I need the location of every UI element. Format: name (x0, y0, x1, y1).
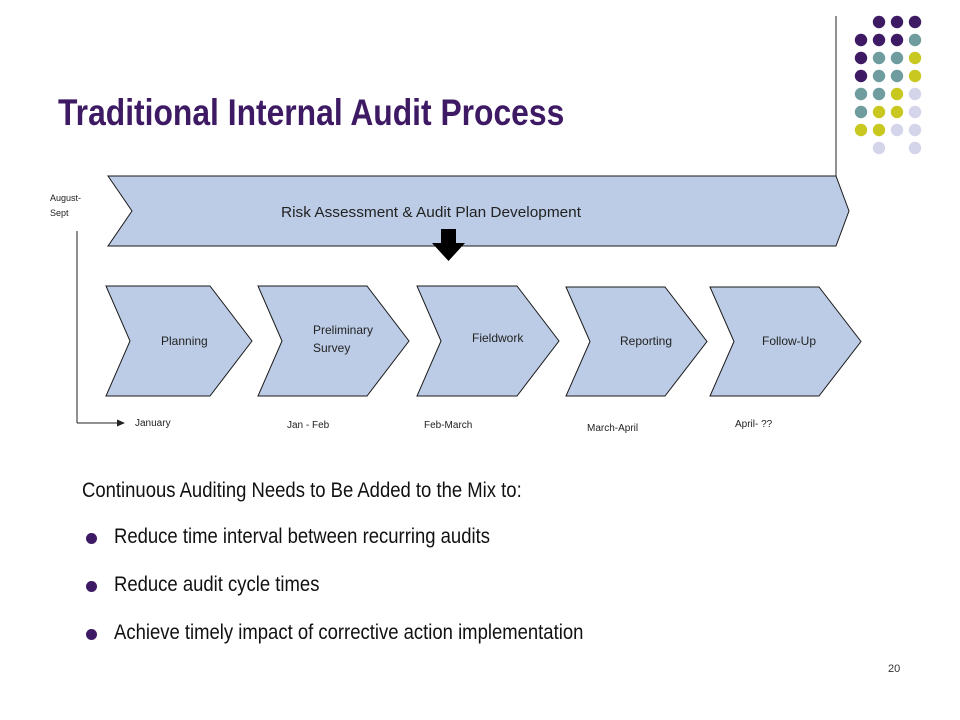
decorative-dot (890, 51, 904, 65)
phase-label: Preliminary (313, 323, 373, 337)
page-number: 20 (888, 663, 901, 675)
decorative-dot (908, 33, 922, 47)
decorative-dot (908, 15, 922, 29)
decorative-dot (890, 15, 904, 29)
decorative-dot (908, 105, 922, 119)
bullet-text: Reduce time interval between recurring a… (114, 525, 490, 548)
decorative-dot (890, 33, 904, 47)
phase-label: Reporting (620, 334, 672, 348)
phase-period-label: January (135, 418, 171, 429)
decorative-dot (872, 87, 886, 101)
risk-assessment-banner (107, 175, 850, 247)
timeline-arrowhead-icon (117, 419, 125, 427)
decorative-dot (854, 123, 868, 137)
decorative-dot (872, 33, 886, 47)
banner-period-line-1: August- (50, 193, 81, 203)
decorative-dot (890, 87, 904, 101)
bullet-text: Reduce audit cycle times (114, 573, 320, 596)
decorative-dot (854, 51, 868, 65)
decorative-dot (908, 51, 922, 65)
intro-text: Continuous Auditing Needs to Be Added to… (82, 479, 522, 502)
phase-chevron (709, 286, 862, 397)
bullet-text: Achieve timely impact of corrective acti… (114, 621, 584, 644)
decorative-dot (854, 69, 868, 83)
decorative-dot (854, 105, 868, 119)
decorative-dot (908, 141, 922, 155)
decorative-dot (890, 123, 904, 137)
phase-label: Fieldwork (472, 331, 524, 345)
decorative-dot (908, 69, 922, 83)
decorative-dot (890, 105, 904, 119)
decorative-dot (872, 105, 886, 119)
decorative-dot (854, 33, 868, 47)
slide-title: Traditional Internal Audit Process (58, 92, 565, 133)
phase-label: Follow-Up (762, 334, 816, 348)
phase-chevron (565, 286, 708, 397)
decorative-dot (872, 51, 886, 65)
decorative-dot (872, 123, 886, 137)
decorative-dot (908, 123, 922, 137)
decorative-dot (872, 69, 886, 83)
phase-period-label: April- ?? (735, 419, 773, 430)
phase-period-label: March-April (587, 423, 638, 434)
phase-period-label: Jan - Feb (287, 420, 330, 431)
down-arrow-icon (432, 229, 465, 261)
decorative-dot (908, 87, 922, 101)
phase-chevron (416, 285, 560, 397)
phase-chevron (105, 285, 253, 397)
phase-chevron (257, 285, 410, 397)
banner-label: Risk Assessment & Audit Plan Development (281, 204, 582, 221)
bullet-dot-icon (86, 533, 97, 544)
bullet-dot-icon (86, 581, 97, 592)
decorative-dot (872, 15, 886, 29)
banner-period-line-2: Sept (50, 208, 69, 218)
phase-period-label: Feb-March (424, 420, 472, 431)
bullet-dot-icon (86, 629, 97, 640)
phase-label: Planning (161, 334, 208, 348)
decorative-dot (854, 87, 868, 101)
decorative-dot-grid (854, 15, 922, 155)
decorative-dot (890, 69, 904, 83)
decorative-dot (872, 141, 886, 155)
phase-label: Survey (313, 341, 350, 355)
